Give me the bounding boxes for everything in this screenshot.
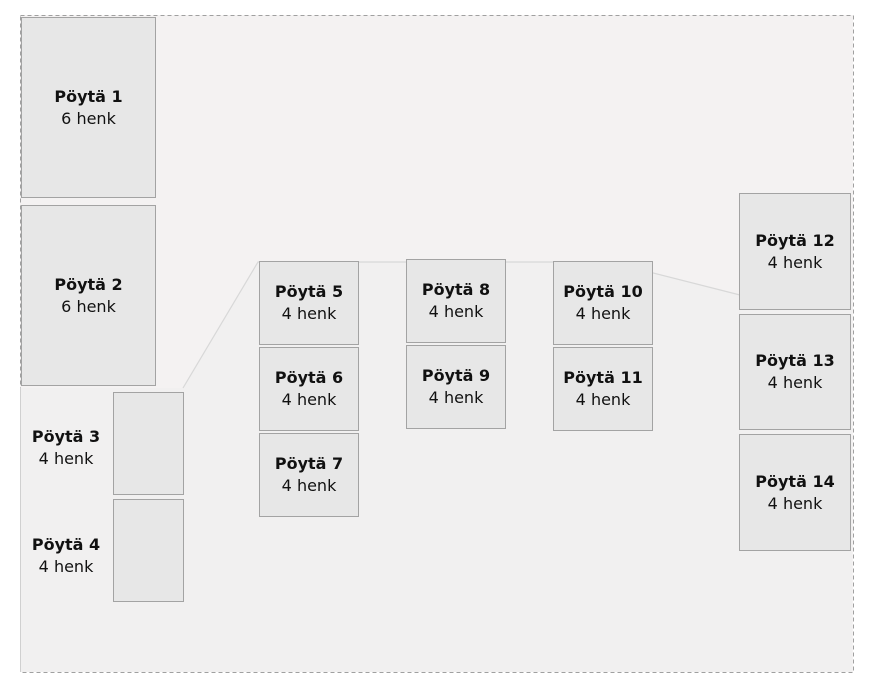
room-boundary bbox=[20, 15, 854, 673]
table-name: Pöytä 2 bbox=[54, 274, 123, 294]
table-name: Pöytä 11 bbox=[563, 368, 643, 387]
table-name: Pöytä 10 bbox=[563, 282, 643, 301]
table-5[interactable]: Pöytä 5 4 henk bbox=[259, 261, 359, 345]
table-8[interactable]: Pöytä 8 4 henk bbox=[406, 259, 506, 343]
table-name: Pöytä 8 bbox=[421, 280, 491, 299]
table-9[interactable]: Pöytä 9 4 henk bbox=[406, 345, 506, 429]
table-seats: 4 henk bbox=[281, 476, 337, 495]
table-seats: 4 henk bbox=[38, 557, 94, 576]
table-name: Pöytä 1 bbox=[54, 86, 123, 106]
table-name: Pöytä 7 bbox=[274, 454, 344, 473]
table-11[interactable]: Pöytä 11 4 henk bbox=[553, 347, 653, 431]
table-10[interactable]: Pöytä 10 4 henk bbox=[553, 261, 653, 345]
table-4-label: Pöytä 4 4 henk bbox=[30, 534, 102, 578]
table-2[interactable]: Pöytä 2 6 henk bbox=[21, 205, 156, 386]
table-14[interactable]: Pöytä 14 4 henk bbox=[739, 434, 851, 551]
table-name: Pöytä 9 bbox=[421, 366, 491, 385]
table-name: Pöytä 6 bbox=[274, 368, 344, 387]
table-seats: 4 henk bbox=[767, 252, 823, 272]
table-1[interactable]: Pöytä 1 6 henk bbox=[21, 17, 156, 198]
table-seats: 4 henk bbox=[767, 373, 823, 392]
table-seats: 4 henk bbox=[575, 304, 631, 323]
table-seats: 4 henk bbox=[281, 304, 337, 323]
table-13[interactable]: Pöytä 13 4 henk bbox=[739, 314, 851, 430]
table-3-label: Pöytä 3 4 henk bbox=[30, 426, 102, 470]
table-7[interactable]: Pöytä 7 4 henk bbox=[259, 433, 359, 517]
table-seats: 4 henk bbox=[38, 449, 94, 468]
table-seats: 6 henk bbox=[61, 296, 116, 316]
table-name: Pöytä 13 bbox=[755, 351, 835, 370]
table-4[interactable] bbox=[113, 499, 184, 602]
table-name: Pöytä 14 bbox=[755, 471, 835, 491]
table-name: Pöytä 12 bbox=[755, 230, 835, 250]
table-3[interactable] bbox=[113, 392, 184, 495]
table-seats: 4 henk bbox=[428, 302, 484, 321]
table-name: Pöytä 5 bbox=[274, 282, 344, 301]
table-seats: 4 henk bbox=[767, 493, 823, 513]
table-seats: 4 henk bbox=[575, 390, 631, 409]
table-6[interactable]: Pöytä 6 4 henk bbox=[259, 347, 359, 431]
table-name: Pöytä 4 bbox=[31, 535, 101, 554]
table-seats: 4 henk bbox=[428, 388, 484, 407]
table-seats: 4 henk bbox=[281, 390, 337, 409]
table-seats: 6 henk bbox=[61, 108, 116, 128]
table-12[interactable]: Pöytä 12 4 henk bbox=[739, 193, 851, 310]
table-name: Pöytä 3 bbox=[31, 427, 101, 446]
